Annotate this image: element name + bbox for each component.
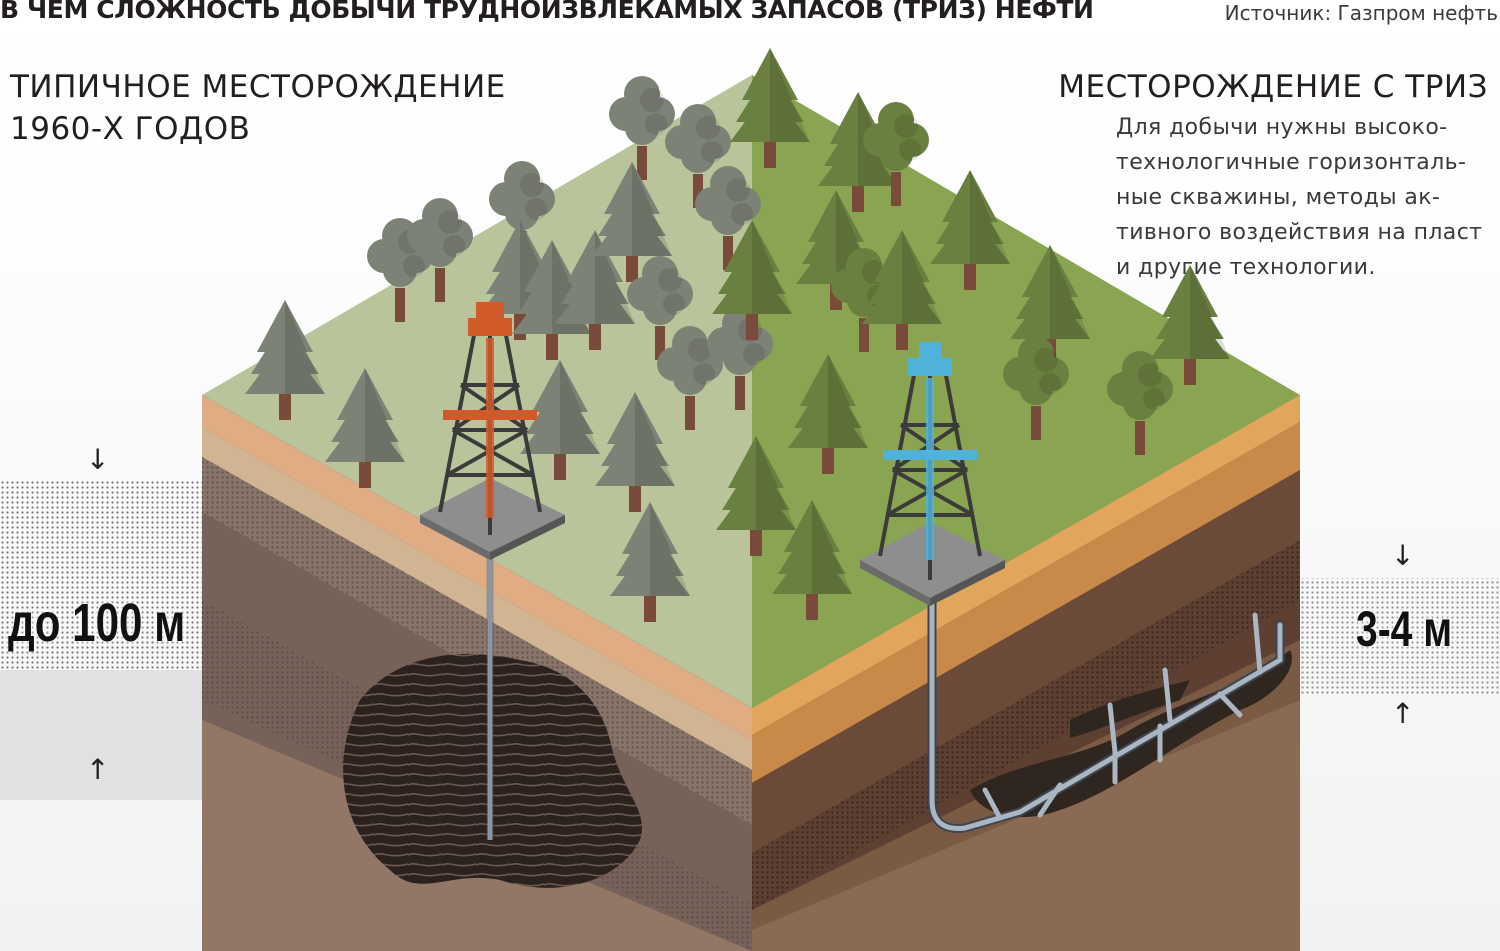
depth-band-left (0, 480, 202, 670)
down-arrow-icon: ↓ (86, 443, 110, 476)
oil-seam-right (970, 650, 1292, 818)
reservoir-thickness-right: 3-4 м (1356, 601, 1453, 657)
oil-reservoir-left (343, 653, 643, 888)
depth-band-right (1300, 578, 1500, 696)
reservoir-thickness-left: до 100 м (8, 593, 186, 653)
right-panel-description: Для добычи нужны высоко-технологичные го… (1116, 115, 1483, 280)
up-arrow-icon: ↑ (1391, 697, 1415, 730)
up-arrow-icon: ↑ (86, 753, 110, 786)
right-panel-heading: МЕСТОРОЖДЕНИЕ С ТРИЗ (1058, 69, 1488, 105)
left-panel-heading: ТИПИЧНОЕ МЕСТОРОЖДЕНИЕ 1960-Х ГОДОВ (10, 69, 506, 147)
depth-band-left-light (0, 670, 202, 800)
down-arrow-icon: ↓ (1391, 539, 1415, 572)
page-title: В ЧЕМ СЛОЖНОСТЬ ДОБЫЧИ ТРУДНОИЗВЛЕКАМЫХ … (0, 0, 1094, 24)
drilling-rig-right (860, 342, 1005, 606)
source-credit: Источник: Газпром нефть (1224, 1, 1498, 25)
drilling-rig-left (420, 302, 565, 560)
well-branches (982, 612, 1263, 821)
